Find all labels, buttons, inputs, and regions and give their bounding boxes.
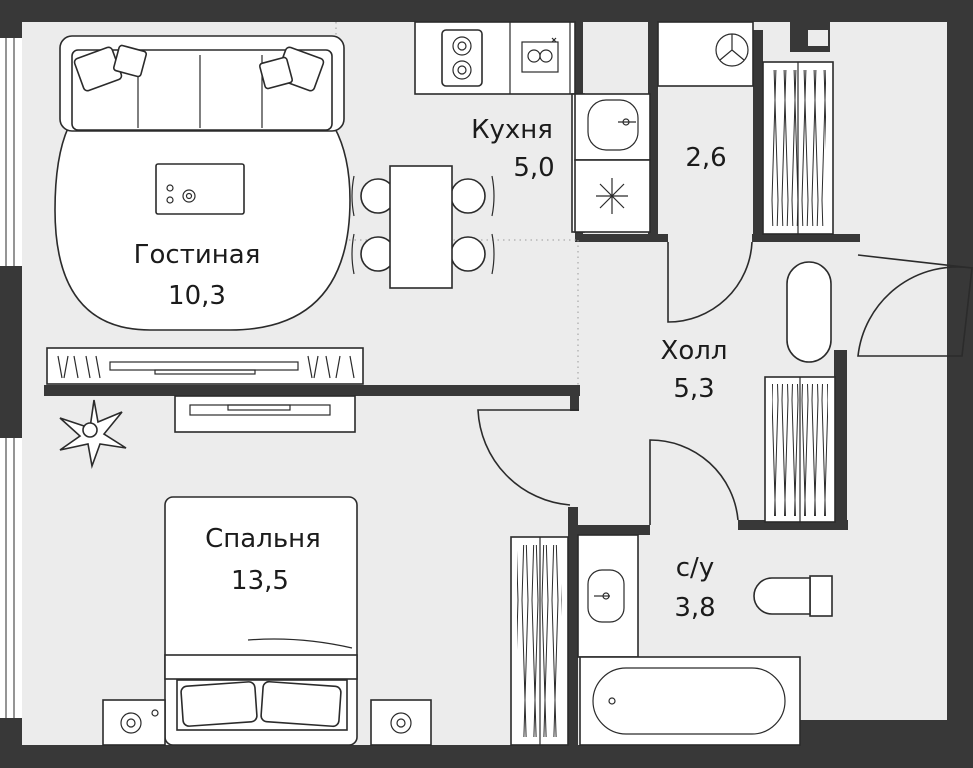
room-name: Кухня xyxy=(471,115,553,145)
room-area: 5,0 xyxy=(513,153,554,183)
room-name: с/у xyxy=(676,553,714,583)
kitchen-counter xyxy=(414,21,651,233)
dishwasher-icon xyxy=(521,37,559,73)
nightstand-icon xyxy=(102,699,432,746)
room-living: Гостиная 10,3 xyxy=(134,240,261,311)
room-storage: 2,6 xyxy=(685,143,726,173)
plant-icon xyxy=(59,399,127,470)
bed-icon xyxy=(164,496,358,746)
chair-icon xyxy=(351,175,495,275)
room-area: 13,5 xyxy=(231,566,289,596)
room-area: 2,6 xyxy=(685,143,726,173)
door-icon xyxy=(477,241,973,525)
room-name: Холл xyxy=(661,336,728,366)
rug-icon xyxy=(54,119,351,331)
room-kitchen: Кухня 5,0 xyxy=(471,115,555,183)
sink-icon xyxy=(574,93,651,161)
dining-table-icon xyxy=(351,165,495,289)
toilet-icon xyxy=(753,575,833,617)
sofa-icon xyxy=(59,35,345,132)
room-bedroom: Спальня 13,5 xyxy=(205,524,321,596)
washing-machine-icon xyxy=(657,21,754,87)
sink-icon xyxy=(577,534,639,658)
stove-icon xyxy=(441,29,483,87)
wardrobe-icon xyxy=(764,376,836,523)
coffee-table-icon xyxy=(155,163,245,215)
shelf-icon xyxy=(174,395,356,433)
window-icon xyxy=(0,38,22,718)
bathtub-icon xyxy=(579,656,801,746)
room-name: Спальня xyxy=(205,524,321,554)
room-bathroom: с/у 3,8 xyxy=(674,553,715,623)
wardrobe-icon xyxy=(762,61,834,235)
tv-stand-icon xyxy=(46,347,364,385)
room-area: 10,3 xyxy=(168,281,226,311)
fridge-icon xyxy=(574,159,651,233)
room-hall: Холл 5,3 xyxy=(661,336,728,404)
wardrobe-icon xyxy=(510,536,569,746)
room-area: 5,3 xyxy=(673,374,714,404)
hall-bench xyxy=(786,261,832,363)
room-area: 3,8 xyxy=(674,593,715,623)
room-name: Гостиная xyxy=(134,240,261,270)
